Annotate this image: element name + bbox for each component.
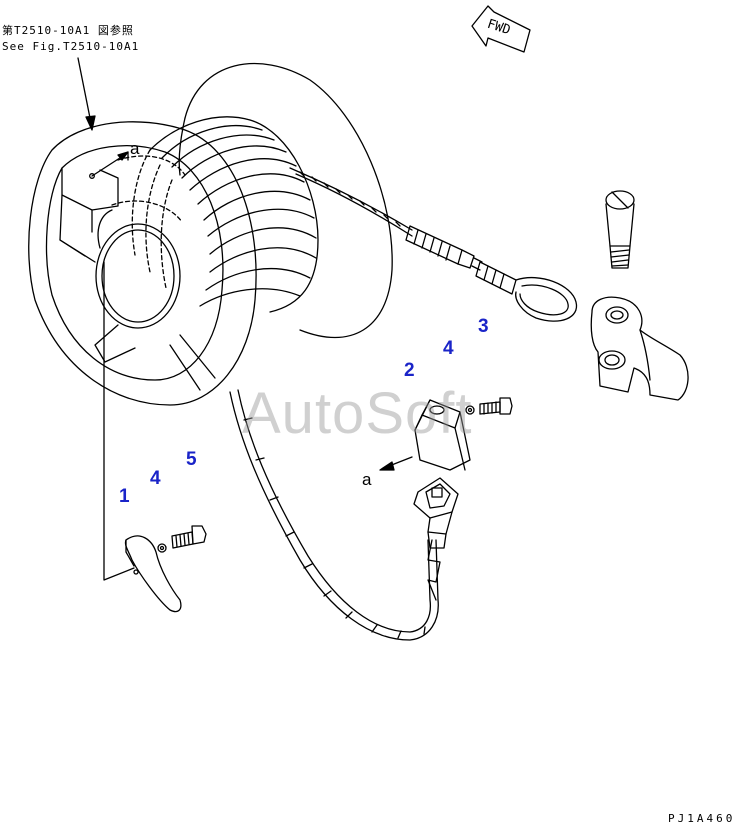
rope-eye-loop [515, 276, 578, 322]
wire-connector [413, 477, 459, 549]
reference-leader [77, 57, 96, 131]
view-letter-lower: a [362, 470, 372, 489]
callout-4-upper: 4 [443, 338, 454, 359]
reference-note-jp: 第T2510-10A1 図参照 [2, 24, 134, 37]
drum-rear-flange [178, 62, 393, 339]
view-arrow-upper [91, 151, 129, 177]
drum-hub [95, 209, 181, 329]
fwd-arrow-icon [471, 5, 531, 53]
hose-clamp-1 [124, 535, 182, 613]
clamp-bracket-2 [414, 399, 471, 471]
callout-1: 1 [119, 486, 130, 507]
shackle [590, 296, 689, 401]
bolt-3 [479, 397, 513, 415]
view-arrow-lower [379, 456, 413, 471]
callout-3: 3 [478, 316, 489, 337]
wire-rope [289, 167, 413, 237]
harness-wire [229, 389, 441, 641]
bolt-5 [171, 525, 207, 549]
assembly-leader-lines [103, 261, 135, 581]
callout-2: 2 [404, 360, 415, 381]
washer-4-lower [157, 543, 167, 553]
shackle-pin [605, 190, 635, 269]
callout-5: 5 [186, 449, 197, 470]
callout-4-lower: 4 [150, 468, 161, 489]
drum-front-flange [28, 121, 257, 406]
watermark: AutoSoft [242, 381, 473, 446]
view-letter-upper: a [130, 139, 140, 158]
reference-note-en: See Fig.T2510-10A1 [2, 40, 140, 53]
rope-ferrule [405, 225, 517, 295]
cable-coil [111, 116, 319, 313]
drawing-code: PJ1A460 [668, 812, 736, 825]
washer-4-upper [465, 405, 475, 415]
